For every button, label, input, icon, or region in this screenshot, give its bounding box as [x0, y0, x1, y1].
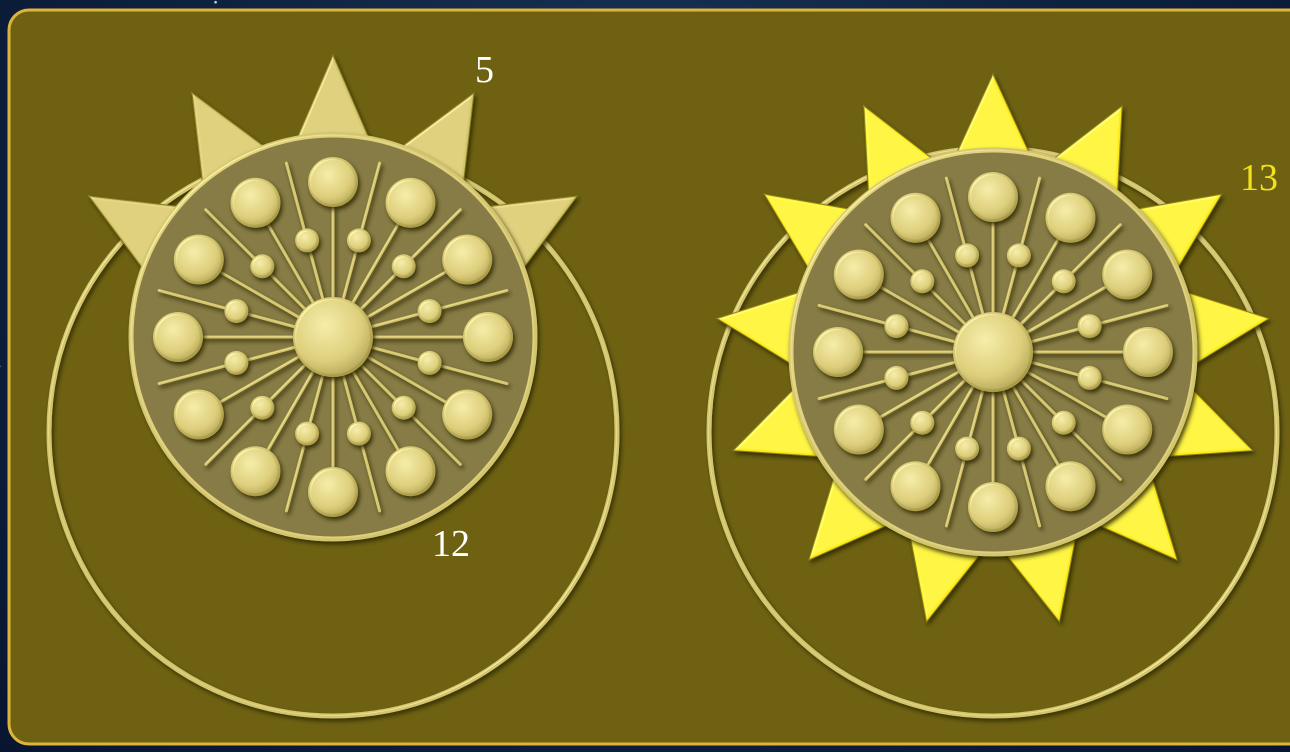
right-inner-bead: [1052, 269, 1076, 293]
left-inner-bead: [250, 254, 274, 278]
star: [214, 1, 217, 4]
left-inner-bead: [347, 422, 371, 446]
right-outer-bead: [968, 172, 1018, 222]
right-outer-bead: [1102, 405, 1152, 455]
right-inner-bead: [884, 366, 908, 390]
left-outer-bead: [463, 312, 513, 362]
right-label: 13: [1240, 157, 1278, 199]
right-outer-bead: [834, 405, 884, 455]
right-outer-bead: [1046, 193, 1096, 243]
right-outer-bead: [891, 461, 941, 511]
right-outer-bead: [891, 193, 941, 243]
right-inner-bead: [1078, 366, 1102, 390]
left-outer-bead: [308, 467, 358, 517]
left-inner-bead: [295, 422, 319, 446]
right-inner-bead: [910, 411, 934, 435]
right-outer-bead: [1046, 461, 1096, 511]
right-inner-bead: [955, 437, 979, 461]
right-outer-bead: [1123, 327, 1173, 377]
right-outer-bead: [834, 250, 884, 300]
left-outer-bead: [308, 157, 358, 207]
right-inner-bead: [910, 269, 934, 293]
left-outer-bead: [442, 390, 492, 440]
left-inner-bead: [250, 396, 274, 420]
right-outer-bead: [968, 482, 1018, 532]
left-inner-bead: [224, 299, 248, 323]
left-outer-bead: [231, 446, 281, 496]
left-outer-bead: [386, 446, 436, 496]
left-inner-bead: [347, 228, 371, 252]
right-rosette: [813, 172, 1173, 532]
right-inner-bead: [1007, 437, 1031, 461]
right-outer-bead: [1102, 250, 1152, 300]
left-inner-bead: [392, 254, 416, 278]
right-inner-bead: [884, 314, 908, 338]
star: [0, 366, 1, 368]
left-outer-bead: [386, 178, 436, 228]
left-top-label: 5: [475, 49, 494, 91]
right-inner-bead: [1078, 314, 1102, 338]
left-inner-bead: [392, 396, 416, 420]
right-outer-bead: [813, 327, 863, 377]
left-center-disc: [293, 297, 373, 377]
left-inner-bead: [295, 228, 319, 252]
right-center-disc: [953, 312, 1033, 392]
left-rosette: [153, 157, 513, 517]
right-inner-bead: [1007, 243, 1031, 267]
left-inner-label: 12: [432, 523, 470, 565]
left-outer-bead: [174, 390, 224, 440]
left-outer-bead: [174, 235, 224, 285]
left-inner-bead: [418, 351, 442, 375]
right-inner-bead: [1052, 411, 1076, 435]
left-inner-bead: [418, 299, 442, 323]
left-outer-bead: [153, 312, 203, 362]
right-inner-bead: [955, 243, 979, 267]
left-inner-bead: [224, 351, 248, 375]
left-outer-bead: [231, 178, 281, 228]
left-outer-bead: [442, 235, 492, 285]
